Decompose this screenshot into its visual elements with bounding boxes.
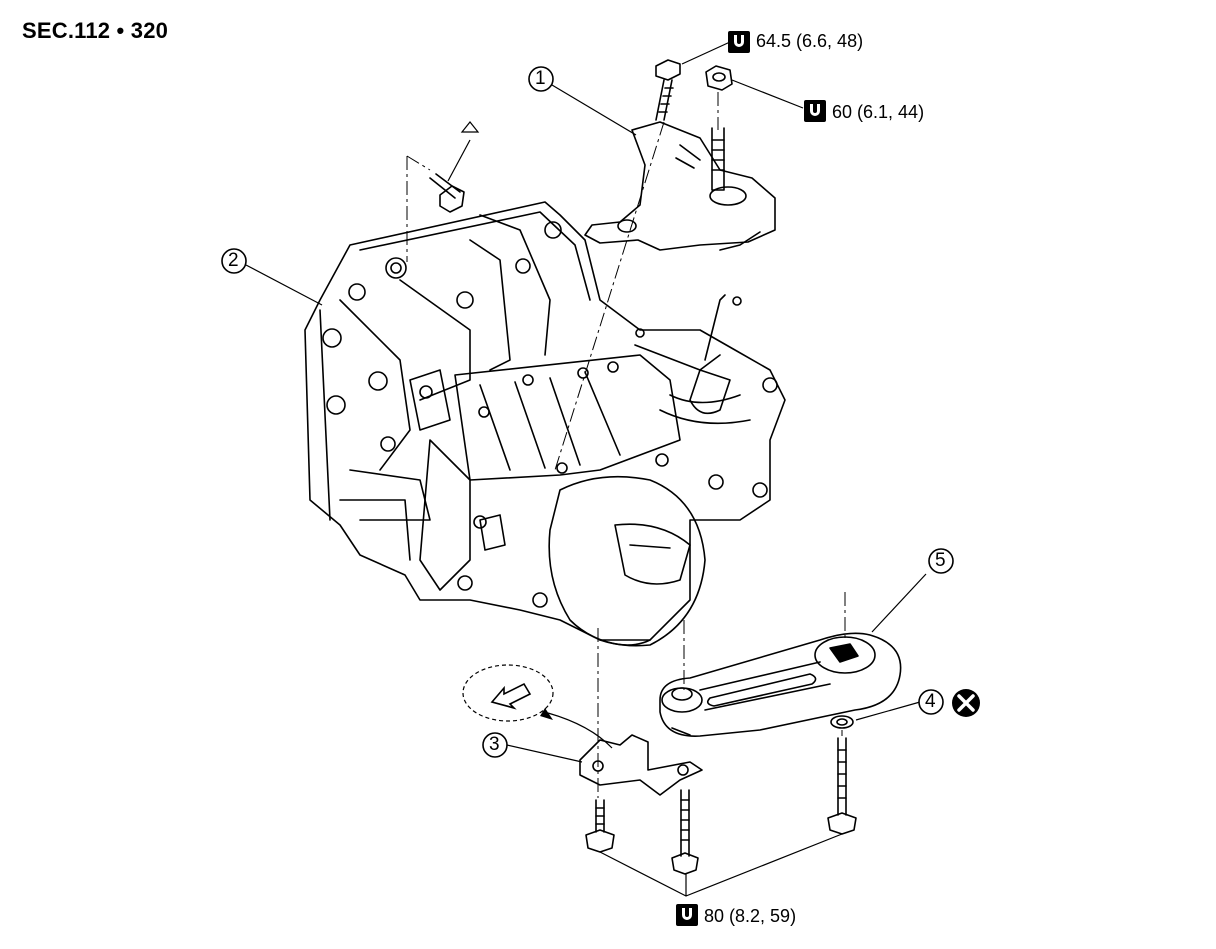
washer	[830, 715, 854, 729]
housing-bolt	[429, 173, 465, 213]
torque-wrench-icon	[804, 100, 826, 122]
callout-2: 2	[228, 250, 239, 271]
callout-1-circle	[528, 66, 554, 92]
callout-4: 4	[925, 691, 936, 712]
lower-bolt-3	[827, 737, 857, 835]
callout-1: 1	[535, 68, 546, 89]
torque-label-bracket-nut: 60 (6.1, 44)	[832, 102, 925, 122]
torque-wrench-icon	[728, 31, 750, 53]
centerlines	[406, 92, 846, 798]
callout-5-circle	[928, 548, 954, 574]
torque-label-lower-bolts: 80 (8.2, 59)	[704, 906, 797, 926]
section-code: SEC.112 • 320	[22, 18, 169, 43]
upper-mount-bracket	[584, 121, 776, 251]
callout-2-circle	[221, 248, 247, 274]
callout-4-circle	[918, 689, 944, 715]
torque-label-bracket-bolt: 64.5 (6.6, 48)	[756, 31, 864, 51]
front-arrow-icon	[462, 664, 613, 749]
bracket-stud	[711, 127, 725, 191]
x-circle-icon	[952, 689, 980, 717]
torque-wrench-icon	[676, 904, 698, 926]
leader-lines	[245, 41, 927, 763]
lower-bolt-1	[585, 799, 615, 853]
lower-torque-rod	[659, 632, 902, 737]
callout-circles	[221, 66, 954, 758]
torque-group-leaders	[599, 833, 843, 897]
callout-3: 3	[489, 734, 500, 755]
lower-bolt-2	[671, 789, 699, 875]
bracket-bolt	[655, 59, 681, 121]
callout-5: 5	[935, 550, 946, 571]
callout-3-circle	[482, 732, 508, 758]
bracket-nut	[705, 65, 733, 91]
transaxle-housing	[304, 201, 786, 647]
